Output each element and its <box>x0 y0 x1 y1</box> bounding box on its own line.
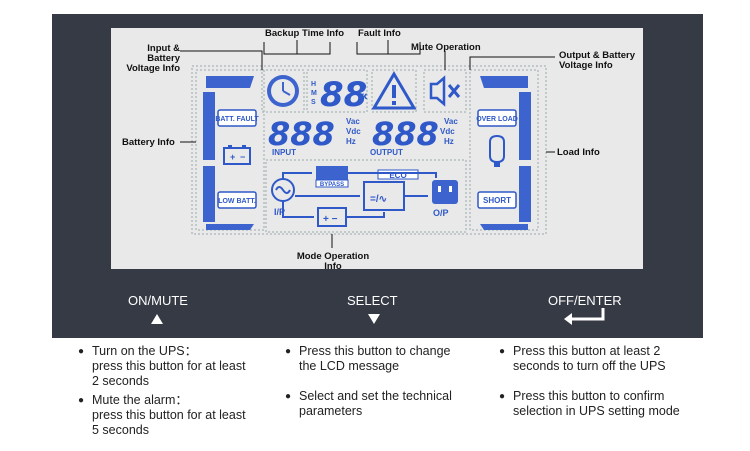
desc-text: Mute the alarm： press this button for at… <box>92 393 246 437</box>
svg-text:−: − <box>240 152 245 162</box>
svg-text:Hz: Hz <box>346 137 356 146</box>
low-batt-label: LOW BATT. <box>218 198 256 205</box>
bullet: ● <box>499 391 506 402</box>
clock-icon <box>267 75 299 107</box>
down-arrow-icon[interactable] <box>367 313 381 325</box>
bullet: ● <box>499 346 506 357</box>
bullet: ● <box>285 391 292 402</box>
desc-text: Turn on the UPS： press this button for a… <box>92 344 246 388</box>
svg-text:Vac: Vac <box>444 117 458 126</box>
callout-backup-time: Backup Time Info <box>265 28 345 39</box>
callout-fault: Fault Info <box>358 28 401 39</box>
mute-speaker-icon <box>429 75 461 107</box>
callout-load: Load Info <box>557 147 600 158</box>
callout-output-battery: Output & Battery Voltage Info <box>559 50 635 71</box>
desc-change-lcd: ● Press this button to change the LCD me… <box>285 344 489 374</box>
svg-text:+ −: + − <box>323 214 338 225</box>
op-label: O/P <box>433 208 449 218</box>
battery-level-bars-left <box>195 69 265 231</box>
enter-arrow-icon[interactable] <box>563 307 607 325</box>
svg-text:=/∿: =/∿ <box>370 194 387 205</box>
callout-mode-operation: Mode Operation Info <box>296 251 370 272</box>
bullet: ● <box>78 346 85 357</box>
desc-text: Select and set the technical parameters <box>299 389 452 418</box>
svg-text:«: « <box>360 87 368 103</box>
desc-confirm: ● Press this button to confirm selection… <box>499 389 723 419</box>
battery-icon: + − <box>223 145 251 165</box>
desc-select-params: ● Select and set the technical parameter… <box>285 389 489 419</box>
bullet: ● <box>78 395 85 406</box>
desc-text: Press this button to change the LCD mess… <box>299 344 451 373</box>
output-label: OUTPUT <box>370 148 403 157</box>
on-mute-button[interactable]: ON/MUTE <box>128 293 188 308</box>
off-enter-button[interactable]: OFF/ENTER <box>548 293 622 308</box>
load-level-bars-right <box>469 69 539 231</box>
desc-text: Press this button at least 2 seconds to … <box>513 344 666 373</box>
up-arrow-icon[interactable] <box>150 313 164 325</box>
over-load-label: OVER LOAD <box>476 116 518 123</box>
batt-fault-label: BATT. FAULT <box>215 116 259 123</box>
svg-text:H: H <box>311 81 316 88</box>
fault-warning-icon <box>371 71 417 110</box>
desc-turn-off: ● Press this button at least 2 seconds t… <box>499 344 713 374</box>
backup-time-digits: 88 <box>320 75 367 115</box>
output-digits: 888 <box>372 115 439 153</box>
short-label: SHORT <box>483 196 511 205</box>
bypass-label: BYPASS <box>320 182 344 188</box>
svg-text:M: M <box>311 90 317 97</box>
ip-label: I/P <box>274 207 285 217</box>
input-label: INPUT <box>272 148 296 157</box>
select-button[interactable]: SELECT <box>347 293 398 308</box>
svg-text:Vdc: Vdc <box>440 127 455 136</box>
eco-label: ECO <box>389 171 406 180</box>
svg-text:Vac: Vac <box>346 117 360 126</box>
callout-input-battery: Input & Battery Voltage Info <box>126 43 180 74</box>
callout-battery: Battery Info <box>122 137 175 148</box>
lcd-screen <box>111 28 643 269</box>
desc-text: Press this button to confirm selection i… <box>513 389 680 418</box>
desc-turn-on: ● Turn on the UPS： press this button for… <box>78 344 282 389</box>
input-digits: 888 <box>268 115 335 153</box>
svg-text:Hz: Hz <box>444 137 454 146</box>
load-icon <box>489 134 505 167</box>
svg-text:S: S <box>311 99 316 106</box>
svg-text:+: + <box>230 152 235 162</box>
svg-text:Vdc: Vdc <box>346 127 361 136</box>
desc-mute-alarm: ● Mute the alarm： press this button for … <box>78 393 282 438</box>
bullet: ● <box>285 346 292 357</box>
callout-mute-operation: Mute Operation <box>411 42 481 53</box>
